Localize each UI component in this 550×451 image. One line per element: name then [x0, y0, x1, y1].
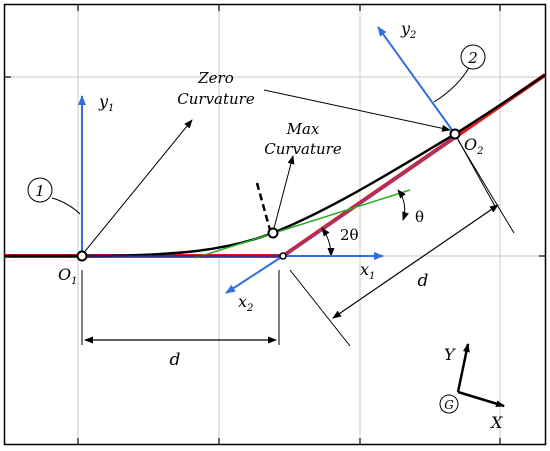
circle-2-leader — [433, 65, 471, 103]
o1-point — [76, 250, 88, 262]
y1-label: y1 — [98, 92, 114, 114]
zero-curvature-leader-left — [81, 119, 193, 256]
zero-curvature-label-line1: Zero — [197, 69, 234, 87]
corner-point — [279, 252, 287, 260]
two-theta-label: 2θ — [340, 226, 359, 244]
d-right-extension-lower — [289, 269, 351, 347]
global-y-label: Y — [444, 345, 456, 364]
max-curvature-label-line1: Max — [286, 120, 320, 138]
d-right-dimension — [332, 204, 499, 319]
o2-point — [449, 128, 461, 140]
global-y-arrow — [456, 343, 470, 393]
two-theta-arc — [321, 227, 335, 257]
circle-2-marker — [460, 44, 486, 70]
global-g-marker — [439, 394, 459, 414]
frame-border — [3, 3, 547, 446]
o1-label: O1 — [58, 265, 78, 287]
d-right-extension-upper — [457, 139, 515, 234]
x2-label: x2 — [238, 292, 253, 314]
zero-curvature-label-line2: Curvature — [177, 90, 255, 108]
o2-label: O2 — [464, 135, 484, 157]
max-curvature-point — [267, 227, 279, 239]
zero-curvature-leader-right — [263, 89, 451, 132]
circle-1-label: 1 — [35, 182, 45, 200]
global-x-arrow — [457, 390, 505, 408]
curvature-normal-dashed — [255, 182, 272, 231]
x2-axis — [225, 255, 284, 294]
circle-1-leader — [51, 197, 81, 215]
theta-arc — [397, 189, 409, 221]
y2-axis — [377, 26, 456, 135]
max-curvature-leader — [272, 155, 295, 233]
global-frame-icon — [439, 343, 505, 414]
circle-1-marker — [27, 177, 53, 203]
green-tangent-line — [194, 189, 411, 259]
x1-label: x1 — [360, 260, 375, 282]
d-right-label: d — [418, 271, 429, 291]
y2-label: y2 — [400, 19, 416, 41]
global-g-label: G — [444, 398, 454, 412]
global-x-label: X — [489, 413, 503, 432]
max-curvature-label-line2: Curvature — [264, 140, 342, 158]
d-bottom-label: d — [170, 350, 181, 370]
theta-label: θ — [415, 208, 424, 226]
circle-2-label: 2 — [467, 49, 478, 67]
